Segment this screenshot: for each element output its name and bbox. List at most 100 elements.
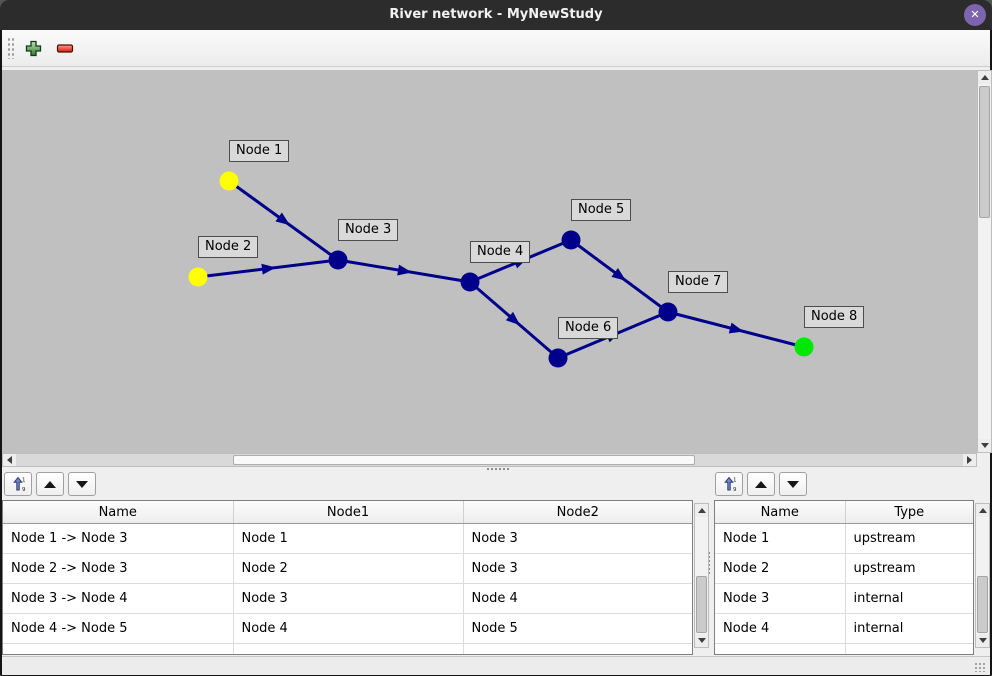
table-cell[interactable]: Node 2 -> Node 3 (3, 553, 234, 584)
status-bar (2, 656, 990, 675)
table-cell[interactable]: Node 3 -> Node 4 (3, 583, 234, 614)
node-label[interactable]: Node 4 (470, 241, 531, 263)
scroll-up-button[interactable] (978, 71, 991, 84)
node-label[interactable]: Node 3 (338, 219, 399, 241)
table-header-row: Name Type (715, 501, 973, 524)
node-label[interactable]: Node 7 (668, 271, 729, 293)
table-cell (715, 643, 846, 654)
table-row-empty (715, 643, 973, 654)
links-move-down-button[interactable] (68, 472, 96, 496)
close-button[interactable]: ✕ (964, 4, 986, 26)
table-cell[interactable]: Node 5 (463, 613, 692, 644)
river-network-canvas[interactable]: Node 1 Node 2 Node 3 Node 4 Node 5 Node 6 Node… (2, 70, 977, 453)
toolbar-drag-handle-icon[interactable] (7, 37, 15, 59)
table-cell[interactable]: Node 1 (233, 523, 464, 554)
node-label[interactable]: Node 6 (558, 317, 619, 339)
node-label[interactable]: Node 1 (229, 140, 290, 162)
scroll-up-button[interactable] (976, 504, 989, 517)
column-header-type[interactable]: Type (845, 501, 973, 524)
table-cell[interactable]: Node 1 (715, 523, 846, 554)
table-cell[interactable]: Node 1 -> Node 3 (3, 523, 234, 554)
scroll-down-button[interactable] (976, 634, 989, 647)
table-cell[interactable]: Node 3 (233, 583, 464, 614)
table-cell[interactable]: internal (845, 583, 973, 614)
close-icon: ✕ (970, 8, 980, 21)
column-header-name[interactable]: Name (3, 501, 234, 524)
graph-node[interactable] (561, 230, 581, 250)
svg-text:9: 9 (733, 487, 737, 492)
column-header-node1[interactable]: Node1 (233, 501, 464, 524)
graph-node[interactable] (794, 337, 814, 357)
nodes-sort-button[interactable]: 1 9 (715, 472, 743, 496)
graph-horizontal-scrollbar[interactable] (2, 453, 977, 467)
scroll-up-button[interactable] (695, 504, 708, 517)
scroll-down-button[interactable] (978, 439, 991, 452)
plus-icon (25, 40, 41, 56)
edge-arrow-icon (275, 212, 290, 226)
table-cell[interactable]: Node 3 (463, 523, 692, 554)
scroll-left-button[interactable] (3, 454, 16, 466)
table-cell[interactable]: upstream (845, 523, 973, 554)
graph-node[interactable] (658, 302, 678, 322)
node-label[interactable]: Node 2 (198, 236, 259, 258)
graph-node[interactable] (188, 267, 208, 287)
links-sort-button[interactable]: 1 9 (4, 472, 32, 496)
table-cell[interactable]: Node 4 (463, 583, 692, 614)
nodes-move-up-button[interactable] (747, 472, 775, 496)
graph-node[interactable] (460, 272, 480, 292)
column-header-name[interactable]: Name (715, 501, 846, 524)
table-cell[interactable]: internal (845, 613, 973, 644)
scroll-right-button[interactable] (963, 454, 976, 466)
table-cell[interactable]: Node 4 (233, 613, 464, 644)
window-title: River network - MyNewStudy (389, 7, 603, 22)
scrollbar-thumb[interactable] (979, 86, 990, 218)
table-cell[interactable]: Node 4 -> Node 5 (3, 613, 234, 644)
arrow-right-icon (967, 456, 972, 464)
table-cell[interactable]: Node 4 (715, 613, 846, 644)
graph-vertical-scrollbar[interactable] (977, 70, 992, 453)
svg-text:1: 1 (22, 478, 26, 484)
edge-arrow-icon (611, 268, 626, 281)
table-cell[interactable]: upstream (845, 553, 973, 584)
nodes-move-down-button[interactable] (779, 472, 807, 496)
arrow-down-icon (980, 443, 989, 448)
vertical-splitter-handle[interactable] (708, 552, 710, 574)
resize-grip-icon[interactable] (974, 662, 986, 672)
main-toolbar (2, 30, 990, 67)
scrollbar-thumb[interactable] (696, 576, 707, 633)
node-label[interactable]: Node 5 (571, 199, 632, 221)
graph-node[interactable] (548, 348, 568, 368)
arrow-up-icon (980, 75, 989, 80)
table-cell (3, 643, 234, 654)
table-cell[interactable]: Node 3 (463, 553, 692, 584)
node-label[interactable]: Node 8 (804, 306, 865, 328)
column-header-node2[interactable]: Node2 (463, 501, 692, 524)
arrow-up-icon (978, 508, 987, 513)
graph-node[interactable] (328, 250, 348, 270)
links-move-up-button[interactable] (36, 472, 64, 496)
table-cell[interactable]: Node 3 (715, 583, 846, 614)
horizontal-splitter-handle[interactable] (487, 468, 511, 470)
scrollbar-thumb[interactable] (977, 576, 988, 633)
triangle-up-icon (755, 480, 767, 488)
nodes-table-scrollbar[interactable] (975, 503, 990, 648)
links-table-scrollbar[interactable] (694, 503, 709, 648)
edge-arrow-icon (728, 322, 744, 334)
remove-button[interactable] (54, 36, 76, 60)
table-cell[interactable]: Node 2 (715, 553, 846, 584)
table-cell[interactable]: Node 2 (233, 553, 464, 584)
scroll-down-button[interactable] (695, 634, 708, 647)
scrollbar-thumb[interactable] (233, 455, 695, 465)
graph-node[interactable] (219, 171, 239, 191)
add-node-button[interactable] (22, 36, 44, 60)
